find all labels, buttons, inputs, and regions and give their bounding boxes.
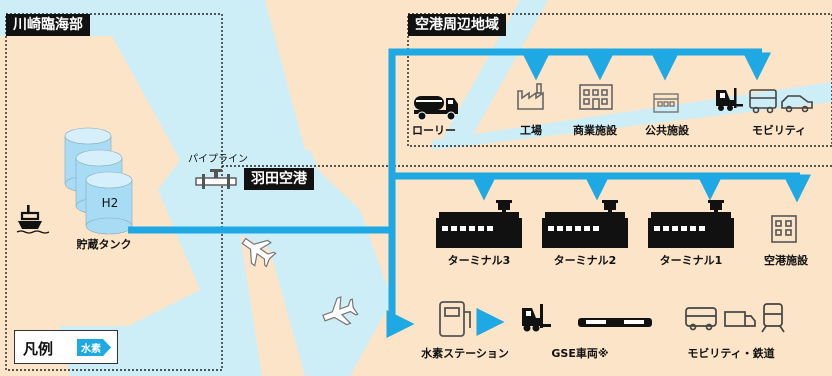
hydrogen-station-icon (439, 301, 471, 337)
terminal3-label: ターミナル3 (447, 254, 511, 267)
tug-vehicle-icon (578, 318, 652, 327)
hydrogen-flow (128, 48, 811, 338)
terminal1-label: ターミナル1 (659, 254, 723, 267)
terminal2-label: ターミナル2 (553, 254, 617, 267)
terminal2-icon (542, 200, 628, 248)
commercial-icon (579, 84, 613, 110)
train-icon (761, 303, 785, 333)
mobility-rail-label: モビリティ・鉄道 (687, 347, 775, 360)
airplane-icon (241, 237, 277, 268)
haneda-airport-land (275, 0, 832, 376)
airport-island (265, 0, 328, 150)
airport-facility-label: 空港施設 (764, 254, 808, 267)
forklift-icon (716, 88, 743, 111)
airport-surroundings-boundary (407, 13, 832, 147)
upper-canal (442, 0, 548, 140)
public-facility-icon (653, 93, 679, 113)
area-tag-haneda: 羽田空港 (244, 168, 314, 190)
public-facility-label: 公共施設 (645, 124, 689, 137)
diagonal-canal (432, 82, 832, 150)
commercial-label: 商業施設 (573, 124, 617, 137)
bus-icon-2 (685, 307, 717, 331)
pipeline-label: パイプライン (188, 154, 248, 165)
legend-title: 凡例 (23, 340, 54, 358)
storage-tank-icon (64, 127, 133, 235)
gse-forklift-icon (522, 304, 551, 332)
storage-tank-label: 貯蔵タンク (76, 238, 132, 251)
factory-label: 工場 (520, 124, 542, 137)
airplane-icon-2 (322, 296, 359, 326)
area-tag-airport-surroundings: 空港周辺地域 (408, 14, 506, 36)
lorry-label: ローリー (412, 124, 456, 137)
ship-icon (16, 205, 50, 234)
hydrogen-station-label: 水素ステーション (421, 347, 509, 360)
car-icon-2 (724, 311, 756, 327)
legend-hydrogen-arrow (77, 339, 111, 356)
bus-icon (749, 89, 777, 114)
gse-vehicle-label: GSE車両※ (551, 347, 609, 360)
lorry-icon (414, 96, 458, 121)
pipeline-icon (195, 169, 237, 189)
factory-icon (517, 83, 544, 110)
airport-facility-icon (771, 215, 797, 243)
terminal1-icon (648, 200, 734, 248)
mobility-label: モビリティ (751, 124, 807, 137)
tank-h2-label: H2 (101, 196, 119, 210)
terminal3-icon (436, 200, 522, 248)
area-tag-kawasaki: 川崎臨海部 (6, 14, 90, 36)
legend: 凡例 水素 (14, 330, 118, 364)
haneda-strip (240, 235, 305, 376)
kawasaki-boundary (5, 13, 223, 371)
car-icon (781, 95, 813, 113)
